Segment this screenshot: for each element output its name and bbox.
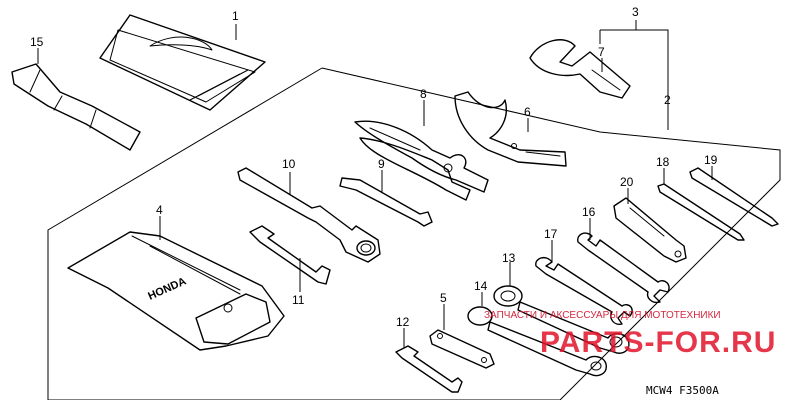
screwdriver-bit-1 (657, 183, 745, 241)
plug-wrench (237, 167, 381, 263)
owners-manual (99, 14, 266, 111)
callout-5: 5 (440, 291, 447, 305)
diagram-code: MCW4 F3500A (646, 384, 719, 397)
callout-13: 13 (502, 251, 516, 265)
callout-10: 10 (282, 157, 296, 171)
screwdriver-shaft (339, 177, 433, 227)
callout-12: 12 (396, 315, 410, 329)
callout-6: 6 (524, 105, 531, 119)
open-wrench-1 (577, 232, 670, 304)
ring-wrench-2 (467, 306, 607, 377)
callout-17: 17 (544, 227, 558, 241)
callout-2: 2 (664, 93, 671, 107)
bracket-3 (600, 29, 669, 130)
callout-19: 19 (704, 153, 718, 167)
callout-16: 16 (582, 205, 596, 219)
watermark-logo: PARTS-FOR.RU (540, 326, 776, 359)
callout-3: 3 (632, 5, 639, 19)
callout-11: 11 (292, 293, 305, 307)
kit-outline (47, 67, 781, 400)
hex-key-small (395, 345, 463, 393)
extension-bar (11, 63, 141, 151)
flat-wrench (429, 329, 495, 369)
callout-18: 18 (656, 155, 670, 169)
ring-wrench (493, 285, 630, 354)
callout-20: 20 (620, 175, 634, 189)
tool-bag-logo: HONDA (146, 275, 188, 302)
pin-spanner (529, 39, 631, 99)
hex-key-large (249, 225, 331, 285)
callout-1: 1 (232, 9, 239, 23)
callout-4: 4 (156, 203, 163, 217)
screwdriver-bit-2 (689, 167, 779, 227)
pliers (354, 120, 489, 201)
hook-spanner (454, 91, 567, 167)
callout-8: 8 (420, 87, 427, 101)
open-wrench-2 (535, 256, 633, 326)
watermark-caption: ЗАПЧАСТИ И АКСЕССУАРЫ ДЛЯ МОТОТЕХНИКИ (484, 310, 721, 321)
callout-14: 14 (474, 279, 488, 293)
callout-15: 15 (30, 35, 44, 49)
tool-bag: HONDA (67, 231, 285, 351)
callout-7: 7 (598, 45, 605, 59)
screwdriver-handle (613, 197, 687, 263)
callout-9: 9 (378, 157, 385, 171)
